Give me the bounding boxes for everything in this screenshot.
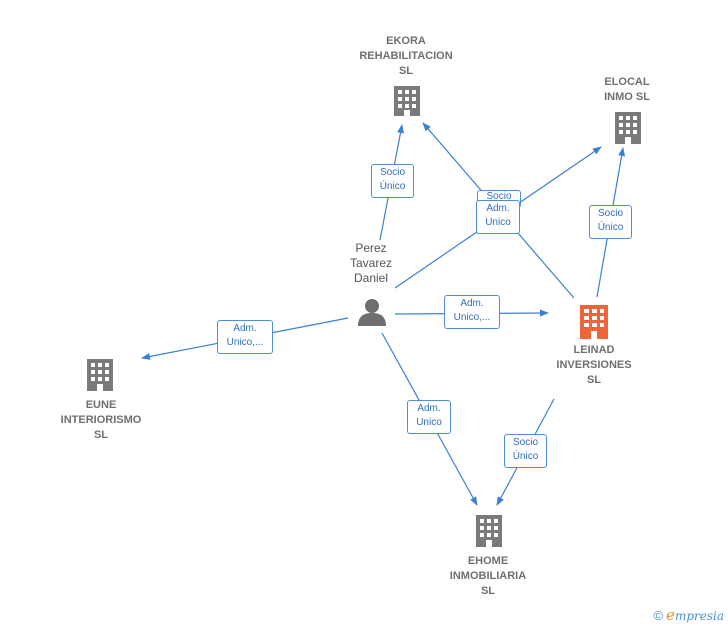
person-icon <box>358 299 386 326</box>
node-label-perez[interactable]: Perez Tavarez Daniel <box>349 241 393 285</box>
copyright-symbol: © <box>653 608 664 623</box>
node-label-eune[interactable]: EUNE INTERIORISMO SL <box>60 399 142 441</box>
building-icon <box>476 515 502 547</box>
building-icon <box>580 305 608 339</box>
brand-name: mpresia <box>674 609 724 623</box>
building-icon <box>394 86 420 116</box>
node-label-leinad[interactable]: LEINAD INVERSIONES SL <box>556 344 632 386</box>
brand-logo-e: e <box>666 606 675 624</box>
node-label-ehome[interactable]: EHOME INMOBILIARIA SL <box>449 555 527 597</box>
copyright-footer: ©empresia <box>653 606 724 624</box>
edge-label-perez-eune[interactable]: Adm. Unico,... <box>217 320 273 354</box>
edge-label-perez-ekora[interactable]: Socio Único <box>371 164 414 198</box>
edge-label-leinad-elocal[interactable]: Socio Único <box>589 205 632 239</box>
node-label-elocal[interactable]: ELOCAL INMO SL <box>604 76 650 103</box>
node-label-ekora[interactable]: EKORA REHABILITACION SL <box>359 35 453 77</box>
building-icon <box>87 359 113 391</box>
edge-label-perez-ehome[interactable]: Adm. Unico <box>407 400 451 434</box>
edge-label-leinad-ehome[interactable]: Socio Único <box>504 434 547 468</box>
edge-label-perez-elocal[interactable]: Adm. Unico <box>476 200 520 234</box>
building-icon <box>615 112 641 144</box>
edge-label-perez-leinad[interactable]: Adm. Unico,... <box>444 295 500 329</box>
